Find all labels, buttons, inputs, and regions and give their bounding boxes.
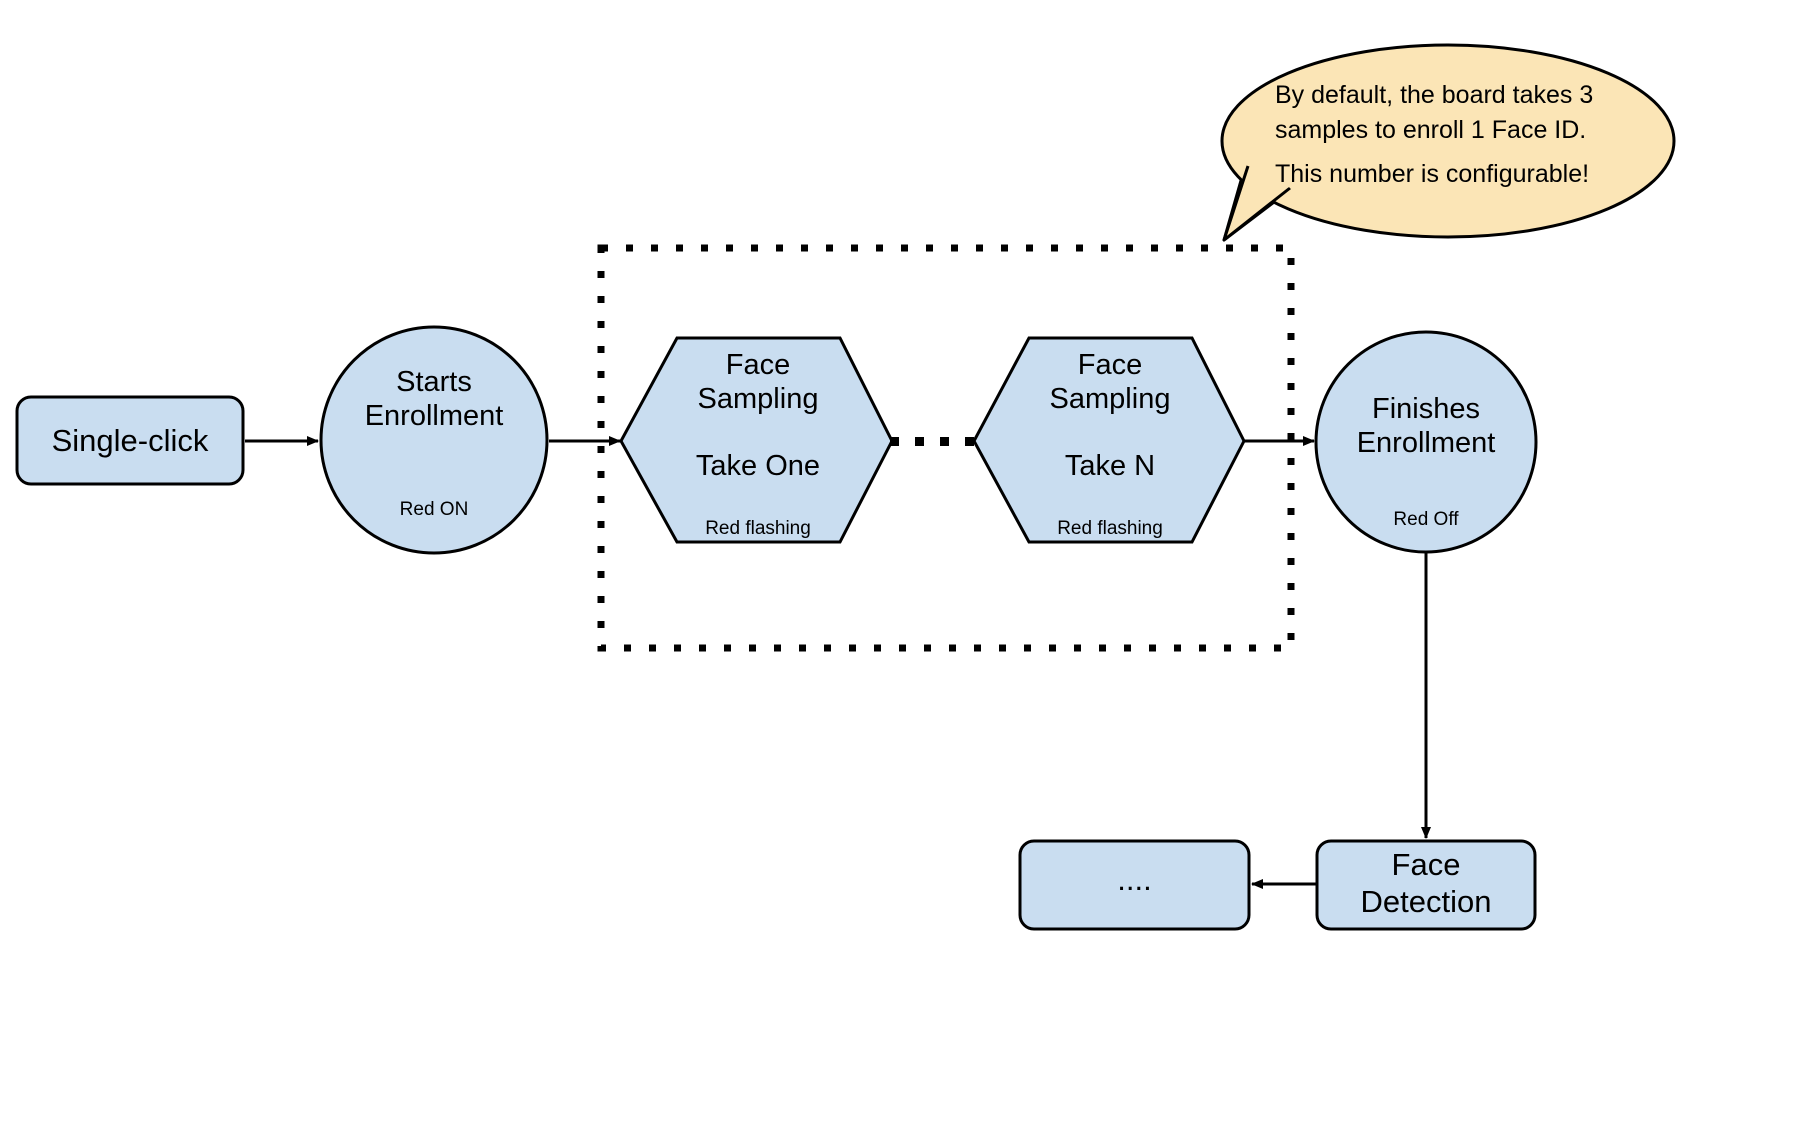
node-more-steps-shape[interactable] [1018, 839, 1251, 931]
node-face-sampling-one-shape[interactable] [619, 336, 894, 544]
callout-tail-mask [1251, 173, 1295, 189]
node-finishes-enrollment-shape[interactable] [1314, 330, 1538, 554]
node-starts-enrollment-shape[interactable] [319, 325, 549, 555]
node-face-sampling-n-shape[interactable] [972, 336, 1246, 544]
callout-bubble [1220, 43, 1676, 239]
node-single-click-shape[interactable] [15, 395, 245, 486]
sampling-ellipsis-dots [890, 437, 974, 446]
node-face-detection-shape[interactable] [1315, 839, 1537, 931]
callout-tail-overlay [1222, 165, 1291, 242]
sampling-group-box [597, 244, 1295, 652]
